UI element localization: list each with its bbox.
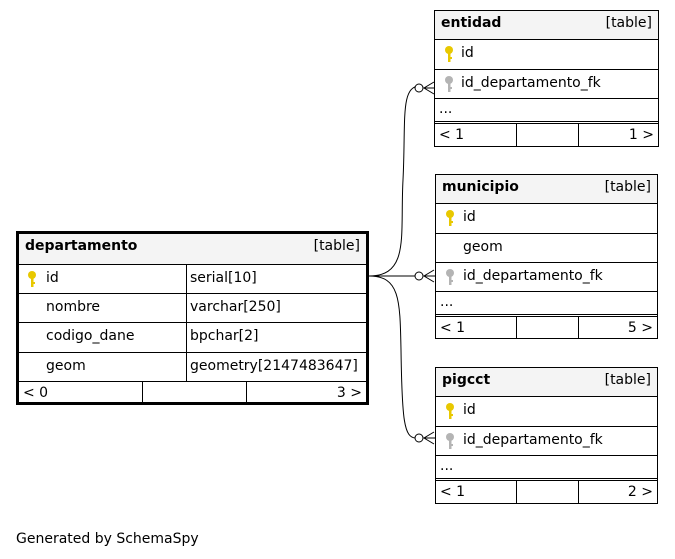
edge-municipio-crowfoot — [423, 269, 436, 283]
parent-count: < 1 — [440, 320, 466, 336]
table-name: municipio — [442, 179, 519, 195]
footer-divider — [578, 317, 579, 339]
row-divider — [436, 478, 657, 479]
footer-divider — [578, 124, 579, 146]
footer-divider — [246, 382, 247, 402]
column-row[interactable]: id_departamento_fk — [436, 263, 657, 292]
edge-pigcct-zero-marker — [414, 433, 424, 443]
footer-divider — [142, 382, 143, 402]
table-kind: [table] — [605, 15, 652, 31]
table-header: departamento [table] — [19, 234, 366, 265]
table-name: entidad — [441, 15, 502, 31]
table-kind: [table] — [604, 179, 651, 195]
table-kind: [table] — [604, 372, 651, 388]
row-divider — [435, 121, 658, 122]
column-name: nombre — [46, 299, 101, 315]
column-name: id — [463, 209, 476, 225]
column-type: bpchar[2] — [190, 328, 259, 344]
column-row[interactable]: geom geometry[2147483647] — [19, 353, 366, 382]
foreign-key-icon — [445, 268, 455, 286]
child-count: 2 > — [627, 484, 653, 500]
footer-divider — [516, 124, 517, 146]
more-columns-ellipsis: ... — [440, 294, 454, 310]
key-icon — [445, 209, 455, 227]
column-divider — [186, 353, 187, 381]
foreign-key-icon — [444, 75, 454, 93]
child-count: 3 > — [336, 385, 362, 401]
column-row[interactable]: id — [436, 204, 657, 234]
column-row[interactable]: geom — [436, 234, 657, 263]
key-icon — [445, 402, 455, 420]
column-row[interactable]: id serial[10] — [19, 265, 366, 294]
row-divider — [436, 314, 657, 315]
edge-pigcct-departamento — [368, 275, 417, 439]
table-kind: [table] — [313, 238, 360, 254]
column-row[interactable]: codigo_dane bpchar[2] — [19, 323, 366, 353]
footer-divider — [578, 481, 579, 503]
generated-by-label: Generated by SchemaSpy — [16, 531, 199, 547]
column-name: geom — [46, 358, 86, 374]
more-columns-ellipsis: ... — [440, 458, 454, 474]
column-name: id — [461, 45, 474, 61]
table-departamento[interactable]: departamento [table] id serial[10] nombr… — [16, 231, 369, 405]
ellipsis-row: ... — [435, 99, 658, 124]
edge-entidad-departamento — [368, 85, 421, 277]
table-entidad[interactable]: entidad [table] id id_departamento_fk ..… — [434, 10, 659, 147]
edge-pigcct-crowfoot — [423, 431, 436, 445]
table-footer: < 1 1 > — [435, 124, 658, 146]
footer-divider — [516, 317, 517, 339]
column-divider — [186, 323, 187, 352]
column-row[interactable]: id — [436, 397, 657, 427]
column-name: id — [463, 402, 476, 418]
table-name: pigcct — [442, 372, 491, 388]
table-footer: < 0 3 > — [19, 382, 366, 402]
edge-municipio-zero-marker — [414, 271, 424, 281]
parent-count: < 0 — [23, 385, 49, 401]
more-columns-ellipsis: ... — [439, 101, 453, 117]
column-name: id_departamento_fk — [463, 268, 603, 284]
column-type: serial[10] — [190, 270, 257, 286]
column-row[interactable]: id — [435, 40, 658, 70]
parent-count: < 1 — [440, 484, 466, 500]
column-name: id — [46, 270, 59, 286]
table-header: municipio [table] — [436, 175, 657, 204]
child-count: 1 > — [628, 127, 654, 143]
table-header: pigcct [table] — [436, 368, 657, 397]
ellipsis-row: ... — [436, 456, 657, 481]
child-count: 5 > — [627, 320, 653, 336]
edge-entidad-zero-marker — [414, 83, 424, 93]
column-name: id_departamento_fk — [463, 432, 603, 448]
column-row[interactable]: id_departamento_fk — [436, 427, 657, 456]
column-row[interactable]: nombre varchar[250] — [19, 294, 366, 323]
column-row[interactable]: id_departamento_fk — [435, 70, 658, 99]
column-type: geometry[2147483647] — [190, 358, 358, 374]
key-icon — [27, 270, 37, 288]
column-name: id_departamento_fk — [461, 75, 601, 91]
table-municipio[interactable]: municipio [table] id geom id_departament… — [435, 174, 658, 339]
table-footer: < 1 5 > — [436, 317, 657, 339]
column-name: codigo_dane — [46, 328, 135, 344]
table-name: departamento — [25, 238, 138, 254]
table-header: entidad [table] — [435, 11, 658, 40]
column-divider — [186, 294, 187, 322]
foreign-key-icon — [445, 432, 455, 450]
parent-count: < 1 — [439, 127, 465, 143]
table-pigcct[interactable]: pigcct [table] id id_departamento_fk ...… — [435, 367, 658, 504]
ellipsis-row: ... — [436, 292, 657, 317]
footer-divider — [516, 481, 517, 503]
column-type: varchar[250] — [190, 299, 281, 315]
table-footer: < 1 2 > — [436, 481, 657, 503]
column-name: geom — [463, 239, 503, 255]
column-divider — [186, 265, 187, 293]
key-icon — [444, 45, 454, 63]
